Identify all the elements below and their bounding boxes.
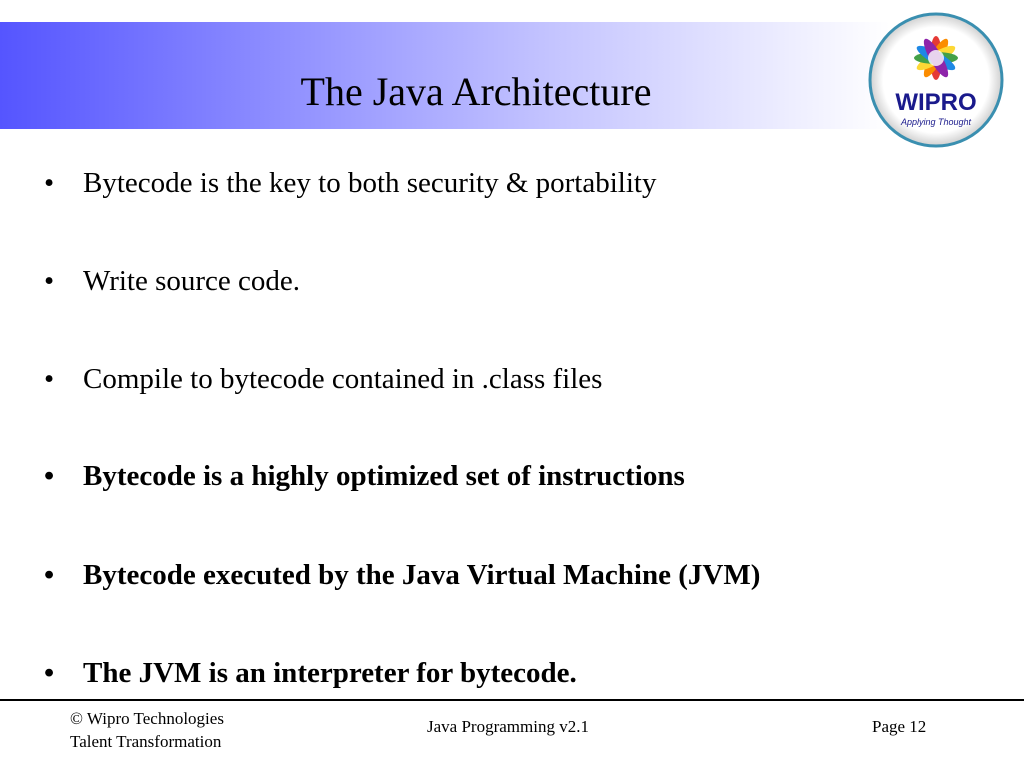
bullet-symbol: • [44,363,55,395]
bullet-symbol: • [44,167,55,199]
bullet-symbol: • [44,460,55,492]
bullet-item: • Bytecode is the key to both security & … [44,166,656,200]
bullet-item: • The JVM is an interpreter for bytecode. [44,656,577,690]
bullet-text: Bytecode is the key to both security & p… [83,167,657,199]
wipro-logo: WIPRO Applying Thought [866,10,1006,150]
footer-page-number: Page 12 [872,717,927,736]
slide-title: The Java Architecture [300,69,652,114]
footer-copyright: © Wipro Technologies [70,709,224,728]
footer-course: Java Programming v2.1 [427,717,589,736]
bullet-list: • Bytecode is the key to both security & … [44,166,760,690]
bullet-text: The JVM is an interpreter for bytecode. [83,657,577,689]
footer-department: Talent Transformation [70,732,222,751]
footer-left: © Wipro Technologies Talent Transformati… [70,707,224,753]
bullet-item: • Write source code. [44,264,300,298]
wipro-flower-logo-icon: WIPRO Applying Thought [868,12,1004,148]
bullet-text: Compile to bytecode contained in .class … [83,363,603,395]
logo-name: WIPRO [895,89,976,116]
bullet-text: Write source code. [83,265,301,297]
logo-tagline: Applying Thought [900,117,972,127]
title-band [0,22,890,129]
bullet-symbol: • [44,265,55,297]
bullet-item: • Bytecode executed by the Java Virtual M… [44,558,760,592]
bullet-symbol: • [44,559,55,591]
bullet-symbol: • [44,657,55,689]
footer-divider [0,699,1024,701]
bullet-item: • Compile to bytecode contained in .class… [44,362,602,396]
bullet-item: • Bytecode is a highly optimized set of i… [44,459,685,493]
bullet-text: Bytecode is a highly optimized set of in… [83,460,685,492]
bullet-text: Bytecode executed by the Java Virtual Ma… [83,559,761,591]
